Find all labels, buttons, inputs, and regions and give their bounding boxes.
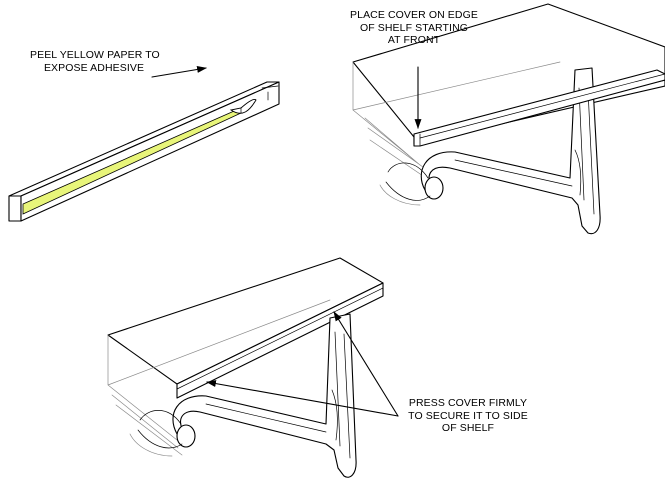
- rod-end-installed: [176, 424, 196, 448]
- press-instruction: PRESS COVER FIRMLY TO SECURE IT TO SIDE …: [406, 397, 530, 435]
- peeled-paper-corner: [229, 98, 257, 114]
- press-arrow-front: [206, 380, 399, 417]
- peel-instruction: PEEL YELLOW PAPER TO EXPOSE ADHESIVE: [30, 49, 160, 74]
- cover-strip-installed: [176, 282, 384, 399]
- place-instruction-line-1: PLACE COVER ON EDGE: [350, 9, 478, 21]
- rod-end: [424, 176, 444, 200]
- shelf-press-figure: [107, 257, 384, 478]
- place-instruction-line-3: AT FRONT: [387, 34, 441, 46]
- press-arrow-side: [333, 311, 399, 417]
- place-instruction: PLACE COVER ON EDGE OF SHELF STARTING AT…: [344, 9, 484, 47]
- shelf-bracket: [420, 67, 601, 235]
- peel-instruction-line-1: PEEL YELLOW PAPER TO: [30, 49, 160, 61]
- yellow-adhesive-paper: [22, 107, 242, 215]
- place-instruction-line-2: OF SHELF STARTING: [359, 21, 469, 34]
- shelf-place-figure: [352, 3, 665, 235]
- cover-strip-figure: [8, 81, 280, 222]
- cover-strip-placed: [413, 69, 665, 147]
- press-instruction-line-3: OF SHELF: [441, 422, 495, 434]
- press-instruction-line-2: TO SECURE IT TO SIDE: [408, 409, 528, 422]
- peel-instruction-line-2: EXPOSE ADHESIVE: [43, 61, 145, 74]
- shelf-bracket-installed: [172, 313, 357, 478]
- peel-arrow: [151, 66, 207, 78]
- press-instruction-line-1: PRESS COVER FIRMLY: [408, 397, 528, 409]
- cover-strip-front-face: [8, 195, 22, 222]
